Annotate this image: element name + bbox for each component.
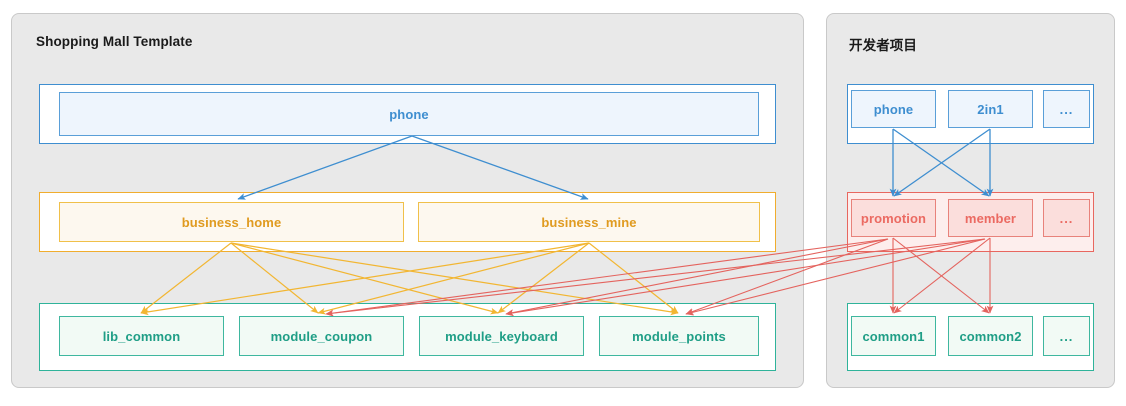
node-common2[interactable]: common2 [948, 316, 1033, 356]
panel-title-left: Shopping Mall Template [36, 34, 193, 49]
node-promotion[interactable]: promotion [851, 199, 936, 237]
node-module-points[interactable]: module_points [599, 316, 759, 356]
panel-title-right: 开发者项目 [849, 38, 917, 53]
node-common1[interactable]: common1 [851, 316, 936, 356]
node-module-keyboard[interactable]: module_keyboard [419, 316, 584, 356]
node-right-common-more[interactable]: ... [1043, 316, 1090, 356]
node-module-coupon[interactable]: module_coupon [239, 316, 404, 356]
node-right-phone[interactable]: phone [851, 90, 936, 128]
node-member[interactable]: member [948, 199, 1033, 237]
node-right-2in1[interactable]: 2in1 [948, 90, 1033, 128]
node-right-feature-more[interactable]: ... [1043, 199, 1090, 237]
node-business-mine[interactable]: business_mine [418, 202, 760, 242]
node-business-home[interactable]: business_home [59, 202, 404, 242]
node-left-phone[interactable]: phone [59, 92, 759, 136]
node-right-app-more[interactable]: ... [1043, 90, 1090, 128]
node-lib-common[interactable]: lib_common [59, 316, 224, 356]
